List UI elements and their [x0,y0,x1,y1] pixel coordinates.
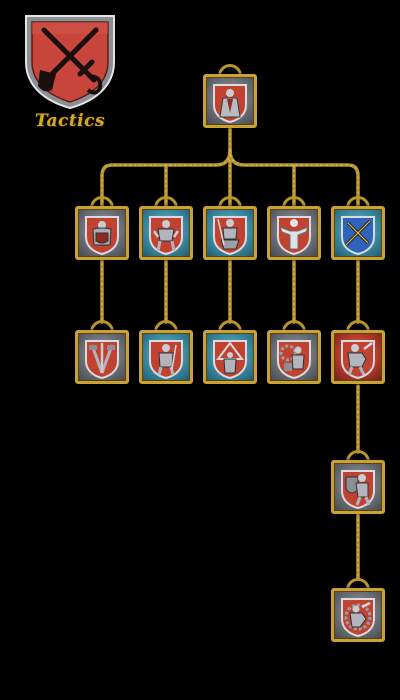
skill-node-t3-3[interactable] [203,320,257,386]
skill-node-t2-4[interactable] [267,196,321,262]
armored-knight-shield-icon [85,216,119,255]
skill-node-t2-1[interactable] [75,196,129,262]
skill-node-t3-5[interactable] [331,320,385,386]
tree-category[interactable]: Tactics [14,12,126,134]
skill-node-t2-3[interactable] [203,196,257,262]
soldier-squad-icon [149,340,183,379]
connector-root [100,126,232,208]
charging-warrior-icon [341,340,375,379]
weapon-rack-icon [85,340,119,379]
crossed-swords-shovel-icon [25,15,115,110]
marching-soldier-icon [149,216,183,255]
shield-bearer-icon [341,470,375,509]
crossed-swords-icon [341,216,375,255]
robed-commander-icon [213,84,247,123]
skill-node-t2-5[interactable] [331,196,385,262]
category-title: Tactics [34,111,106,131]
skill-node-t3-4[interactable] [267,320,321,386]
skill-node-t2-2[interactable] [139,196,193,262]
skill-node-t4-5[interactable] [331,450,385,516]
rally-arms-raised-icon [277,216,311,255]
berserker-gear-icon [341,598,375,637]
siege-engineer-icon [277,340,311,379]
tent-camp-icon [213,340,247,379]
skill-node-t3-1[interactable] [75,320,129,386]
skill-node-t5-5[interactable] [331,578,385,644]
skill-node-t3-2[interactable] [139,320,193,386]
spearman-pair-icon [213,216,247,255]
skill-node-root[interactable] [203,64,257,130]
